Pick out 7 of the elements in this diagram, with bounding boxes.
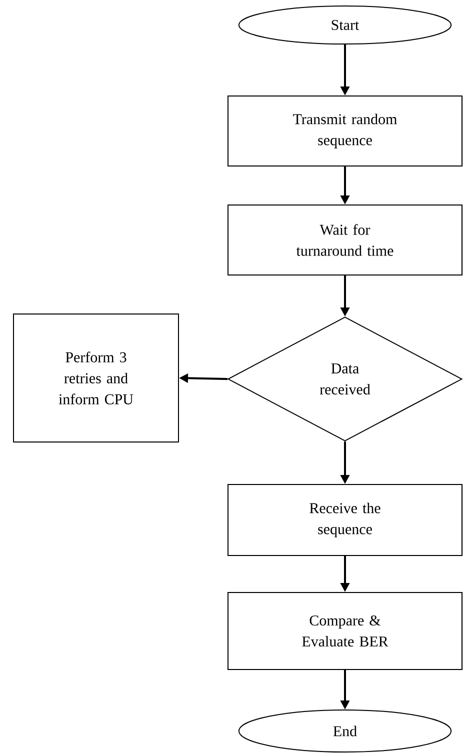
end-oval: End (238, 710, 452, 752)
process-box: Receive the sequence (228, 484, 462, 556)
process-box: Perform 3 retries and inform CPU (13, 314, 179, 442)
process-box: Wait for turnaround time (228, 204, 462, 276)
process-box: Transmit random sequence (228, 96, 462, 166)
start-oval: Start (238, 6, 452, 45)
process-box: Compare & Evaluate BER (228, 592, 462, 670)
